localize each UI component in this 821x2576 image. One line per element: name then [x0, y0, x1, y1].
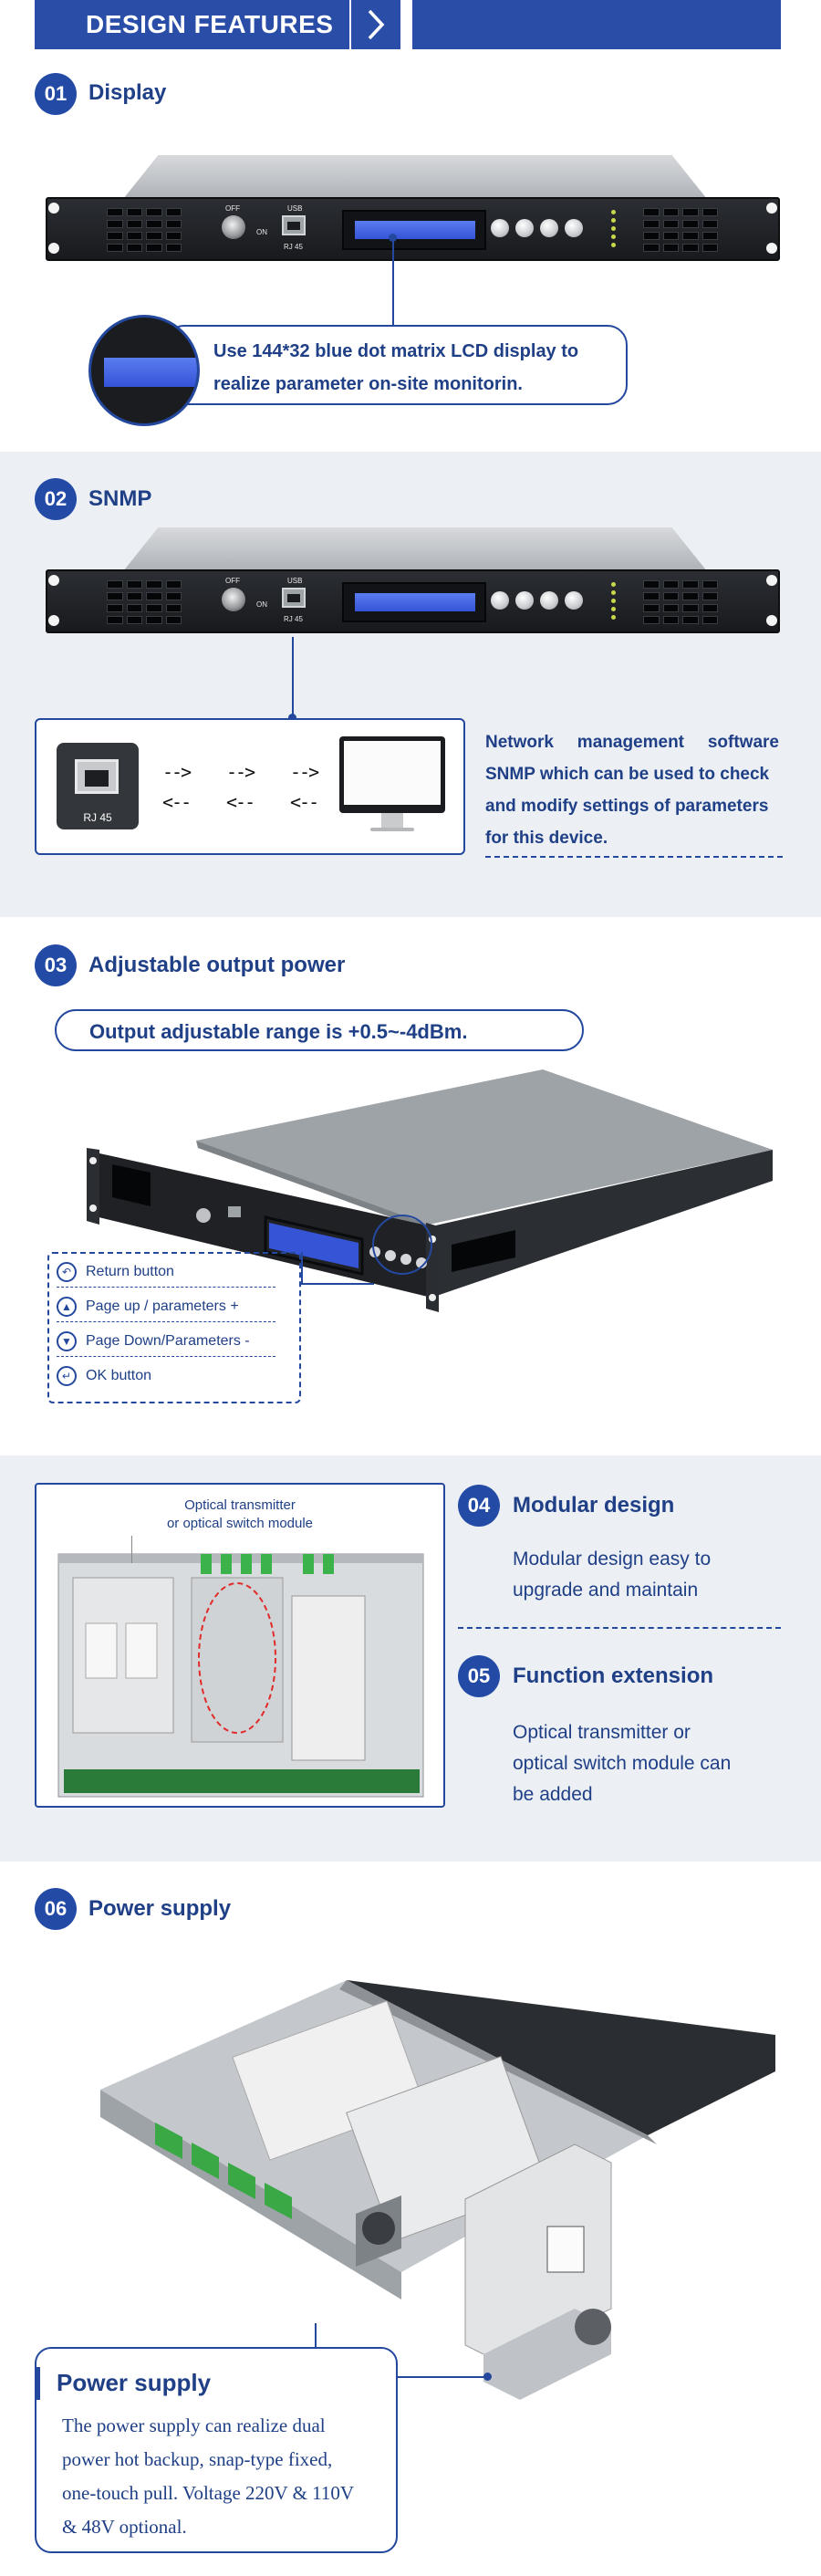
- button-legend-box: [47, 1252, 301, 1403]
- section-number-06: 06: [35, 1888, 77, 1930]
- legend-page-down-label: Page Down/Parameters -: [86, 1333, 250, 1349]
- legend-return-label: Return button: [86, 1264, 174, 1279]
- snmp-desc-line-4: for this device.: [485, 829, 608, 848]
- section-title-snmp: SNMP: [88, 486, 152, 511]
- rj45-pointer-line: [292, 637, 294, 717]
- button-pointer-line: [301, 1283, 374, 1285]
- header-banner: DESIGN FEATURES: [0, 0, 821, 49]
- button-pointer-line-v: [301, 1252, 303, 1285]
- arrow-right-icon: -->: [162, 761, 192, 783]
- section-number-02: 02: [35, 478, 77, 520]
- section-number-04: 04: [458, 1485, 500, 1527]
- device-angled-view: [87, 1069, 780, 1371]
- section-title-output-power: Adjustable output power: [88, 953, 346, 977]
- button-legend-list: ↶ Return button ▲ Page up / parameters +…: [57, 1259, 294, 1396]
- chassis-interior-box: Optical transmitter or optical switch mo…: [35, 1483, 445, 1808]
- rj45-port-icon: RJ 45: [57, 743, 139, 829]
- lcd-zoom-circle: [88, 315, 200, 426]
- chassis-caption-line-1: Optical transmitter: [184, 1497, 296, 1513]
- power-supply-body-3: one-touch pull. Voltage 220V & 110V: [62, 2482, 355, 2504]
- section-number-03: 03: [35, 944, 77, 986]
- psu-pointer-dot: [483, 2373, 492, 2381]
- output-range-callout: Output adjustable range is +0.5~-4dBm.: [55, 1009, 584, 1051]
- output-range-text: Output adjustable range is +0.5~-4dBm.: [89, 1020, 468, 1043]
- psu-pointer-line-h: [315, 2376, 488, 2378]
- snmp-desc-line-3: and modify settings of parameters: [485, 797, 769, 816]
- power-supply-body-1: The power supply can realize dual: [62, 2414, 326, 2436]
- snmp-illustration-box: RJ 45 --> --> --> <-- <-- <--: [35, 718, 465, 855]
- feature-body-extension-3: be added: [513, 1784, 593, 1805]
- power-supply-body-2: power hot backup, snap-type fixed,: [62, 2448, 333, 2470]
- device-front-panel-2: OFF ON USB RJ 45: [41, 527, 785, 641]
- lcd-pointer-dot: [389, 234, 397, 242]
- header-accent-bar: [412, 0, 781, 49]
- arrow-left-icon: <--: [290, 791, 319, 813]
- monitor-icon: [339, 736, 445, 837]
- snmp-desc-line-2: SNMP which can be used to check: [485, 765, 770, 784]
- power-supply-body-4: & 48V optional.: [62, 2516, 187, 2538]
- page-down-icon: ▼: [57, 1331, 77, 1351]
- section-title-power-supply: Power supply: [88, 1896, 232, 1921]
- feature-title-modular: Modular design: [513, 1493, 675, 1517]
- lcd-callout: Use 144*32 blue dot matrix LCD display t…: [164, 325, 628, 405]
- chevron-right-icon: [351, 0, 400, 49]
- modular-divider: [458, 1627, 781, 1629]
- page-up-icon: ▲: [57, 1297, 77, 1317]
- legend-page-up-label: Page up / parameters +: [86, 1298, 239, 1314]
- legend-ok-label: OK button: [86, 1368, 152, 1383]
- arrow-left-icon: <--: [162, 791, 192, 813]
- section-number-05: 05: [458, 1655, 500, 1697]
- power-supply-callout-title: Power supply: [57, 2369, 212, 2396]
- return-icon: ↶: [57, 1262, 77, 1282]
- arrow-right-icon: -->: [226, 761, 255, 783]
- snmp-divider: [485, 856, 783, 858]
- arrow-left-icon: <--: [226, 791, 255, 813]
- feature-body-modular-1: Modular design easy to: [513, 1549, 712, 1570]
- header-title: DESIGN FEATURES: [86, 10, 334, 38]
- feature-body-extension-2: optical switch module can: [513, 1753, 732, 1774]
- feature-body-extension-1: Optical transmitter or: [513, 1722, 691, 1743]
- rj45-port-label: RJ 45: [83, 811, 112, 824]
- power-supply-chassis-image: [100, 1925, 794, 2436]
- rj45-pointer-dot: [288, 714, 296, 722]
- chassis-caption-line-2: or optical switch module: [166, 1516, 314, 1531]
- device-front-panel-1: OFF ON USB RJ 45: [41, 155, 785, 269]
- arrow-right-icon: -->: [290, 761, 319, 783]
- lcd-callout-line-1: Use 144*32 blue dot matrix LCD display t…: [213, 341, 579, 361]
- header-title-bar: DESIGN FEATURES: [35, 0, 349, 49]
- feature-title-extension: Function extension: [513, 1663, 714, 1688]
- lcd-callout-line-2: realize parameter on-site monitorin.: [213, 374, 523, 394]
- ok-icon: ↵: [57, 1366, 77, 1386]
- section-title-display: Display: [88, 80, 167, 105]
- power-supply-callout: Power supply The power supply can realiz…: [35, 2347, 398, 2553]
- feature-body-modular-2: upgrade and maintain: [513, 1580, 699, 1601]
- snmp-desc-line-1: Network management software: [485, 733, 779, 752]
- lcd-pointer-line: [392, 239, 394, 327]
- section-number-01: 01: [35, 73, 77, 115]
